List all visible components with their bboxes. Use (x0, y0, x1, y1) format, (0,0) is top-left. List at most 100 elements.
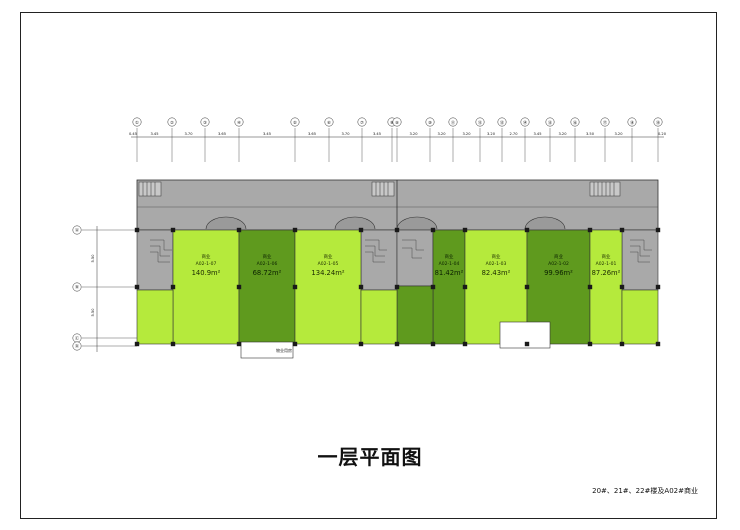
axis-label-top: ⑦ (360, 120, 364, 125)
dimension-label-top: 3.20 (487, 132, 496, 136)
column (170, 227, 176, 233)
dimension-label-left: 5.50 (91, 308, 95, 317)
column (358, 341, 364, 347)
column (430, 227, 436, 233)
unit-area: 87.26m² (592, 269, 621, 277)
shop-unit-fill (172, 229, 240, 345)
column (619, 227, 625, 233)
column (394, 227, 400, 233)
dimension-label-top: 3.65 (308, 132, 316, 136)
axis-label-top: ⑱ (630, 119, 635, 126)
axis-bubble-top (290, 117, 300, 127)
axis-label-left: Ⓒ (75, 335, 80, 342)
column (619, 341, 625, 347)
axis-label-top: ⑰ (603, 119, 608, 126)
axis-label-top: ⑥ (327, 120, 331, 125)
dimension-label-top: 3.20 (409, 132, 418, 136)
column (655, 341, 661, 347)
unit-use: 商业 (202, 253, 211, 260)
axis-label-top: ⑩ (428, 120, 432, 125)
dimension-label-top: 3.65 (218, 132, 226, 136)
column (462, 341, 468, 347)
service-room-label: 物业用房 (276, 347, 292, 353)
drawing-title: 一层平面图 (317, 445, 423, 469)
axis-bubble-left (72, 341, 82, 351)
axis-label-top: ⑭ (523, 119, 528, 126)
axis-label-top: ⑲ (656, 119, 661, 126)
column (236, 284, 242, 290)
axis-label-top: ⑪ (451, 119, 456, 126)
stair-cores (136, 229, 659, 291)
column (134, 284, 140, 290)
column (236, 227, 242, 233)
axis-label-top: ② (170, 120, 174, 125)
axis-label-top: ⑬ (500, 119, 505, 126)
axis-label-top: ⑤ (293, 120, 297, 125)
column (394, 284, 400, 290)
axis-bubble-top (570, 117, 580, 127)
axis-bubble-top (234, 117, 244, 127)
axis-label-left: Ⓓ (75, 343, 80, 350)
unit-code: A02-1-04 (439, 261, 460, 267)
storefront-zones (136, 289, 659, 345)
unit-code: A02-1-05 (318, 261, 339, 267)
axis-bubble-top (132, 117, 142, 127)
column (462, 227, 468, 233)
column (430, 284, 436, 290)
unit-area: 140.9m² (192, 269, 221, 277)
axis-bubble-top (200, 117, 210, 127)
axis-bubble-top (600, 117, 610, 127)
end-dimension-right: 0.20 (658, 132, 667, 136)
structural-columns (134, 227, 661, 347)
axis-label-top: ⑨ (395, 120, 399, 125)
column (358, 284, 364, 290)
drawing-subtitle: 20#、21#、22#楼及A02#商业 (592, 487, 698, 495)
column (292, 284, 298, 290)
column (619, 284, 625, 290)
end-dimension-left: 0.45 (129, 132, 137, 136)
column (587, 341, 593, 347)
axis-bubble-top (357, 117, 367, 127)
unit-code: A02-1-02 (548, 261, 569, 267)
dimension-label-top: 3.20 (462, 132, 471, 136)
column (394, 341, 400, 347)
axis-bubble-top (627, 117, 637, 127)
axis-bubble-left (72, 225, 82, 235)
column (462, 284, 468, 290)
dimension-label-top: 3.70 (184, 132, 193, 136)
shop-unit-fill (294, 229, 362, 345)
column (170, 284, 176, 290)
axis-bubble-top (324, 117, 334, 127)
axis-bubble-top (475, 117, 485, 127)
axis-bubble-top (653, 117, 663, 127)
axis-label-top: ① (135, 120, 139, 125)
column (292, 227, 298, 233)
axis-bubble-top (448, 117, 458, 127)
dimension-label-top: 3.50 (586, 132, 595, 136)
column (134, 227, 140, 233)
column (236, 341, 242, 347)
unit-use: 商业 (263, 253, 272, 260)
axis-bubble-top (520, 117, 530, 127)
shop-unit-fill (238, 229, 296, 345)
column (655, 284, 661, 290)
column (134, 341, 140, 347)
shop-unit-fill (432, 229, 466, 345)
dimension-label-top: 3.45 (263, 132, 271, 136)
dimension-label-top: 3.45 (150, 132, 158, 136)
axis-label-top: ⑮ (548, 119, 553, 126)
unit-code: A02-1-03 (486, 261, 507, 267)
axis-bubble-left (72, 282, 82, 292)
unit-use: 商业 (492, 253, 501, 260)
column (292, 341, 298, 347)
column (524, 284, 530, 290)
column (587, 227, 593, 233)
unit-use: 商业 (324, 253, 333, 260)
column (655, 227, 661, 233)
column (524, 227, 530, 233)
dimension-label-top: 3.20 (437, 132, 446, 136)
axis-label-top: ③ (203, 120, 207, 125)
